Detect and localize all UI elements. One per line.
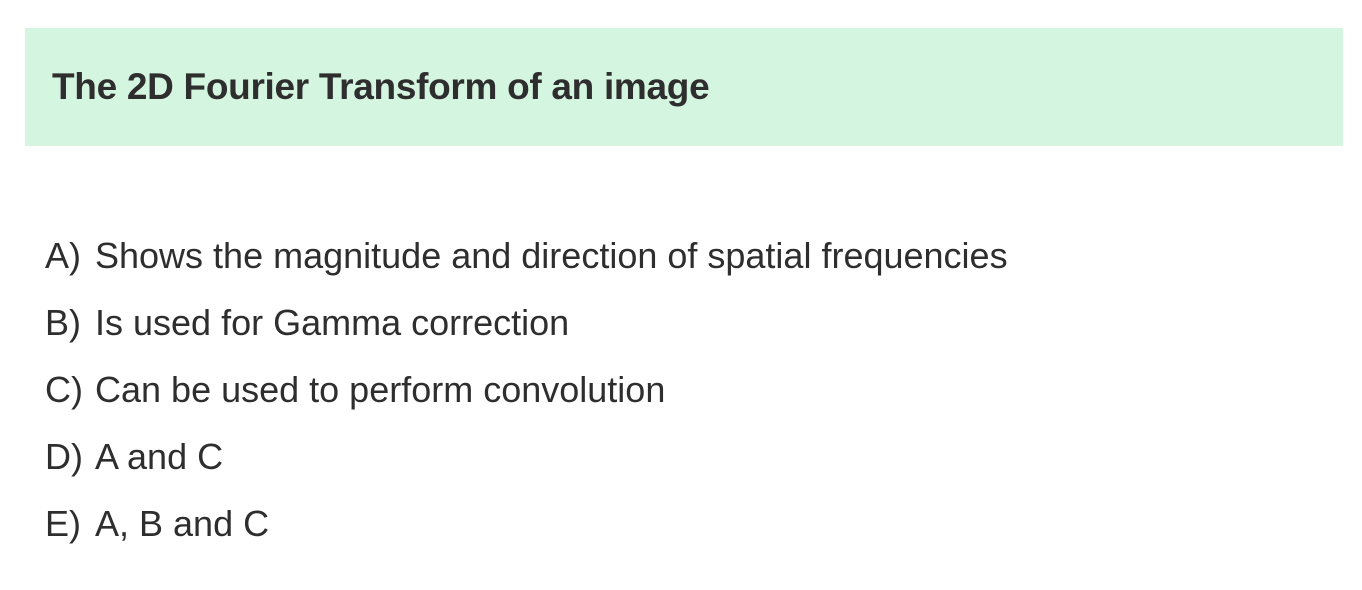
question-header: The 2D Fourier Transform of an image	[25, 28, 1343, 146]
option-letter: C)	[45, 368, 83, 410]
option-text: Shows the magnitude and direction of spa…	[95, 234, 1008, 276]
answer-option-b[interactable]: B) Is used for Gamma correction	[45, 289, 1008, 356]
option-text: Can be used to perform convolution	[95, 368, 666, 410]
answer-options-list: A) Shows the magnitude and direction of …	[45, 222, 1008, 557]
option-letter: B)	[45, 301, 81, 343]
answer-option-c[interactable]: C) Can be used to perform convolution	[45, 356, 1008, 423]
question-title: The 2D Fourier Transform of an image	[52, 66, 710, 107]
answer-option-e[interactable]: E) A, B and C	[45, 490, 1008, 557]
option-letter: D)	[45, 435, 83, 477]
option-letter: A)	[45, 234, 81, 276]
option-text: A and C	[95, 435, 224, 477]
option-text: Is used for Gamma correction	[95, 301, 570, 343]
option-letter: E)	[45, 502, 81, 544]
answer-option-a[interactable]: A) Shows the magnitude and direction of …	[45, 222, 1008, 289]
answer-option-d[interactable]: D) A and C	[45, 423, 1008, 490]
option-text: A, B and C	[95, 502, 270, 544]
